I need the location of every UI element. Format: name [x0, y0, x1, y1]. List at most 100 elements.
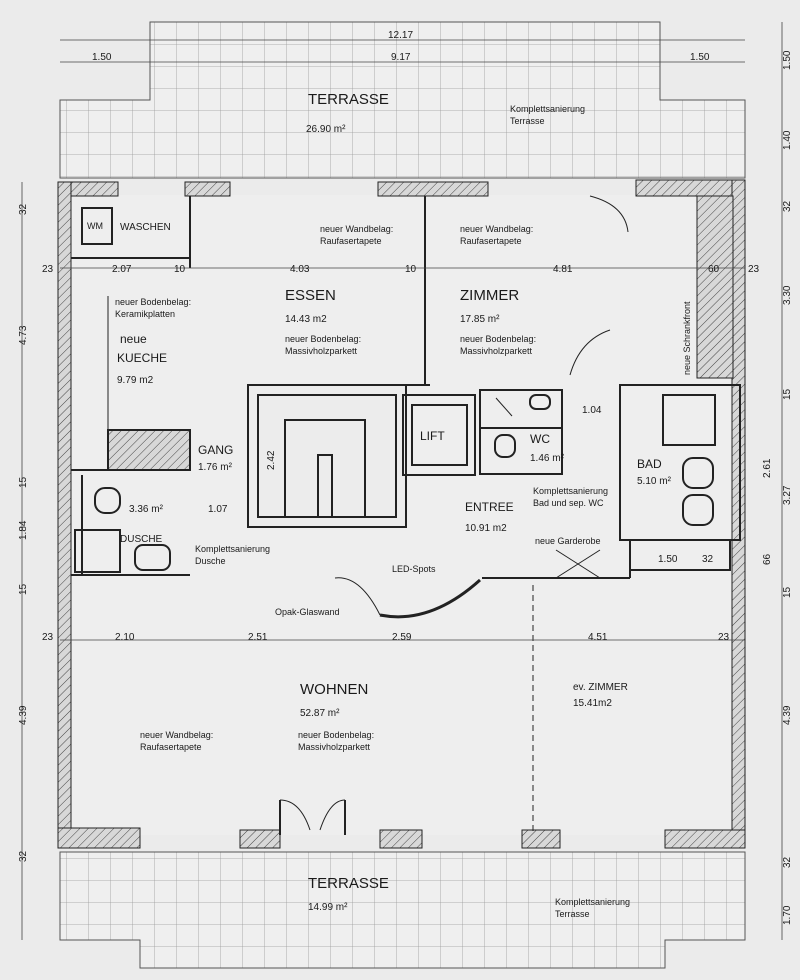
- zimmer-closet: neue Schrankfront: [682, 301, 692, 375]
- zimmer-wall2: Raufasertapete: [460, 236, 522, 246]
- dim-stair-h: 2.42: [266, 450, 277, 470]
- dim-right-6: 2.61: [762, 458, 773, 478]
- waschen-wm: WM: [87, 221, 103, 231]
- zimmer-floor2: Massivholzparkett: [460, 346, 533, 356]
- dim-top-left: 1.50: [92, 52, 112, 63]
- wohnen-wall1: neuer Wandbelag:: [140, 730, 213, 740]
- dim-right-10: 4.39: [782, 705, 793, 725]
- dim-right-2: 1.40: [782, 130, 793, 150]
- dim-entry-w: 1.07: [208, 504, 228, 515]
- waschen-name: WASCHEN: [120, 222, 171, 233]
- dim-right-5: 15: [782, 388, 793, 400]
- entree-reno2: Bad und sep. WC: [533, 498, 604, 508]
- essen-floor2: Massivholzparkett: [285, 346, 358, 356]
- dusche-reno2: Dusche: [195, 556, 226, 566]
- dim-left-3: 15: [18, 476, 29, 488]
- dim-left-7: 32: [18, 850, 29, 862]
- dimension-labels: 12.17 9.17 1.50 1.50 23 2.07 10 4.03 10 …: [18, 30, 793, 925]
- dim-bad-b: 32: [702, 554, 714, 565]
- outer-walls: [57, 179, 746, 849]
- wohnen-name: WOHNEN: [300, 681, 368, 698]
- wohnen-floor1: neuer Bodenbelag:: [298, 730, 374, 740]
- lift-name: LIFT: [420, 429, 445, 443]
- dim-left-6: 4.39: [18, 705, 29, 725]
- terrace-top-note2: Terrasse: [510, 116, 545, 126]
- wohnen-floor2: Massivholzparkett: [298, 742, 371, 752]
- bad-area: 5.10 m²: [637, 476, 672, 487]
- dim-row2-e: 4.51: [588, 632, 608, 643]
- kueche-name2: KUECHE: [117, 351, 167, 365]
- dim-right-3: 32: [782, 200, 793, 212]
- kueche-area: 9.79 m2: [117, 375, 154, 386]
- dim-wc-w: 1.04: [582, 405, 602, 416]
- room-labels: TERRASSE 26.90 m² Komplettsanierung Terr…: [87, 91, 692, 919]
- glass-wall-label: Opak-Glaswand: [275, 607, 340, 617]
- dim-top-total: 12.17: [388, 30, 413, 41]
- bad-name: BAD: [637, 457, 662, 471]
- kueche-name1: neue: [120, 332, 147, 346]
- dim-right-1: 1.50: [782, 50, 793, 70]
- terrace-top-name: TERRASSE: [308, 91, 389, 108]
- entree-led: LED-Spots: [392, 564, 436, 574]
- dim-left-2: 4.73: [18, 325, 29, 345]
- evzimmer-area: 15.41m2: [573, 698, 612, 709]
- kueche-floor1: neuer Bodenbelag:: [115, 297, 191, 307]
- terrace-bottom: [59, 851, 746, 969]
- interior-walls: [71, 195, 741, 835]
- terrace-top: [59, 21, 746, 179]
- dim-row1-e: 10: [405, 264, 417, 275]
- dim-row1-a: 23: [42, 264, 54, 275]
- essen-floor1: neuer Bodenbelag:: [285, 334, 361, 344]
- wohnen-wall2: Raufasertapete: [140, 742, 202, 752]
- terrace-bottom-area: 14.99 m²: [308, 902, 348, 913]
- terrace-bottom-name: TERRASSE: [308, 875, 389, 892]
- zimmer-wall1: neuer Wandbelag:: [460, 224, 533, 234]
- zimmer-area: 17.85 m²: [460, 314, 500, 325]
- entree-area: 10.91 m2: [465, 523, 507, 534]
- dim-top-right: 1.50: [690, 52, 710, 63]
- dusche-name: DUSCHE: [120, 534, 163, 545]
- dimension-lines: [21, 22, 783, 940]
- terrace-bottom-note1: Komplettsanierung: [555, 897, 630, 907]
- entree-reno1: Komplettsanierung: [533, 486, 608, 496]
- dim-row1-h: 23: [748, 264, 760, 275]
- dim-row2-d: 2.59: [392, 632, 412, 643]
- essen-area: 14.43 m2: [285, 314, 327, 325]
- dim-right-9: 15: [782, 586, 793, 598]
- dim-right-4: 3.30: [782, 285, 793, 305]
- terrace-top-area: 26.90 m²: [306, 124, 346, 135]
- terrace-top-note1: Komplettsanierung: [510, 104, 585, 114]
- gang-name: GANG: [198, 443, 233, 457]
- dim-row1-g: 60: [708, 264, 720, 275]
- zimmer-floor1: neuer Bodenbelag:: [460, 334, 536, 344]
- entree-wardrobe: neue Garderobe: [535, 536, 601, 546]
- gang-area: 1.76 m²: [198, 462, 233, 473]
- dim-bad-a: 1.50: [658, 554, 678, 565]
- dim-row2-b: 2.10: [115, 632, 135, 643]
- dusche-reno1: Komplettsanierung: [195, 544, 270, 554]
- zimmer-name: ZIMMER: [460, 287, 519, 304]
- wc-name: WC: [530, 432, 550, 446]
- kueche-floor2: Keramikplatten: [115, 309, 175, 319]
- evzimmer-name: ev. ZIMMER: [573, 682, 628, 693]
- wohnen-area: 52.87 m²: [300, 708, 340, 719]
- dim-right-8: 66: [762, 553, 773, 565]
- terrace-bottom-note2: Terrasse: [555, 909, 590, 919]
- wc-area: 1.46 m²: [530, 453, 565, 464]
- entree-name: ENTREE: [465, 500, 514, 514]
- dim-row2-f: 23: [718, 632, 730, 643]
- dim-row2-c: 2.51: [248, 632, 268, 643]
- dim-row1-d: 4.03: [290, 264, 310, 275]
- dim-row1-c: 10: [174, 264, 186, 275]
- dim-left-1: 32: [18, 203, 29, 215]
- essen-name: ESSEN: [285, 287, 336, 304]
- dim-left-4: 1.84: [18, 520, 29, 540]
- dim-row2-a: 23: [42, 632, 54, 643]
- dim-right-11: 32: [782, 856, 793, 868]
- dim-row1-b: 2.07: [112, 264, 132, 275]
- essen-wall2: Raufasertapete: [320, 236, 382, 246]
- dusche-area: 3.36 m²: [129, 504, 164, 515]
- essen-wall1: neuer Wandbelag:: [320, 224, 393, 234]
- dim-left-5: 15: [18, 583, 29, 595]
